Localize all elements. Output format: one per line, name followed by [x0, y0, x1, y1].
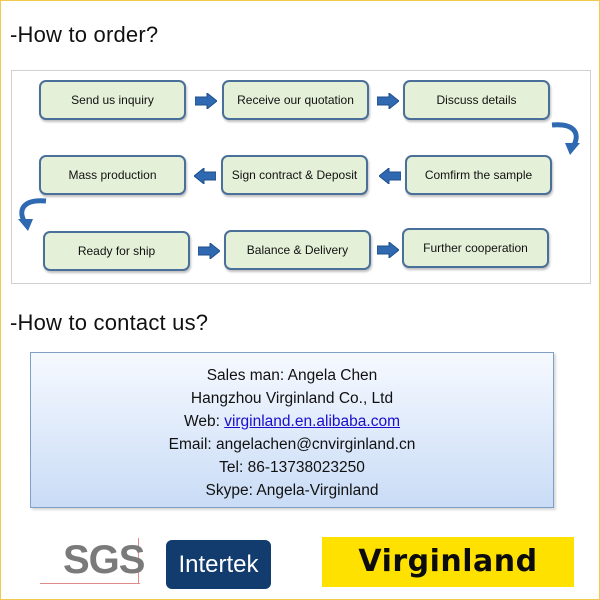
arrow-right-icon: [377, 242, 399, 258]
step-mass-production: Mass production: [39, 155, 186, 195]
step-balance-delivery: Balance & Delivery: [224, 230, 371, 270]
tel-line: Tel: 86-13738023250: [219, 459, 365, 476]
sgs-divider: [138, 538, 139, 584]
step-send-inquiry: Send us inquiry: [39, 80, 186, 120]
sgs-baseline: [40, 583, 140, 584]
sgs-logo: SGS: [63, 538, 145, 582]
skype-line: Skype: Angela-Virginland: [205, 482, 379, 499]
contact-info-box: Sales man: Angela Chen Hangzhou Virginla…: [30, 352, 554, 508]
curved-arrow-down-icon: [18, 198, 47, 231]
email-line: Email: angelachen@cnvirginland.cn: [168, 436, 416, 453]
arrow-left-icon: [379, 168, 401, 184]
salesman-line: Sales man: Angela Chen: [206, 367, 378, 384]
web-label: Web:: [184, 413, 225, 430]
company-line: Hangzhou Virginland Co., Ltd: [190, 390, 394, 407]
virginland-logo: Virginland: [322, 537, 574, 587]
arrow-left-icon: [194, 168, 216, 184]
web-line: Web: virginland.en.alibaba.com: [31, 410, 553, 433]
order-heading: -How to order?: [10, 22, 159, 47]
web-link[interactable]: virginland.en.alibaba.com: [224, 413, 400, 430]
arrow-right-icon: [198, 243, 220, 259]
contact-heading: -How to contact us?: [10, 310, 209, 335]
intertek-logo: Intertek: [166, 540, 271, 589]
step-further-cooperation: Further cooperation: [402, 228, 549, 268]
arrow-right-icon: [195, 93, 217, 109]
curved-arrow-down-icon: [551, 122, 580, 155]
arrow-right-icon: [377, 93, 399, 109]
step-confirm-sample: Comfirm the sample: [405, 155, 552, 195]
step-ready-for-ship: Ready for ship: [43, 231, 190, 271]
order-flow-diagram: Send us inquiry Receive our quotation Di…: [11, 70, 591, 284]
step-sign-contract: Sign contract & Deposit: [221, 155, 368, 195]
step-receive-quotation: Receive our quotation: [222, 80, 369, 120]
step-discuss-details: Discuss details: [403, 80, 550, 120]
